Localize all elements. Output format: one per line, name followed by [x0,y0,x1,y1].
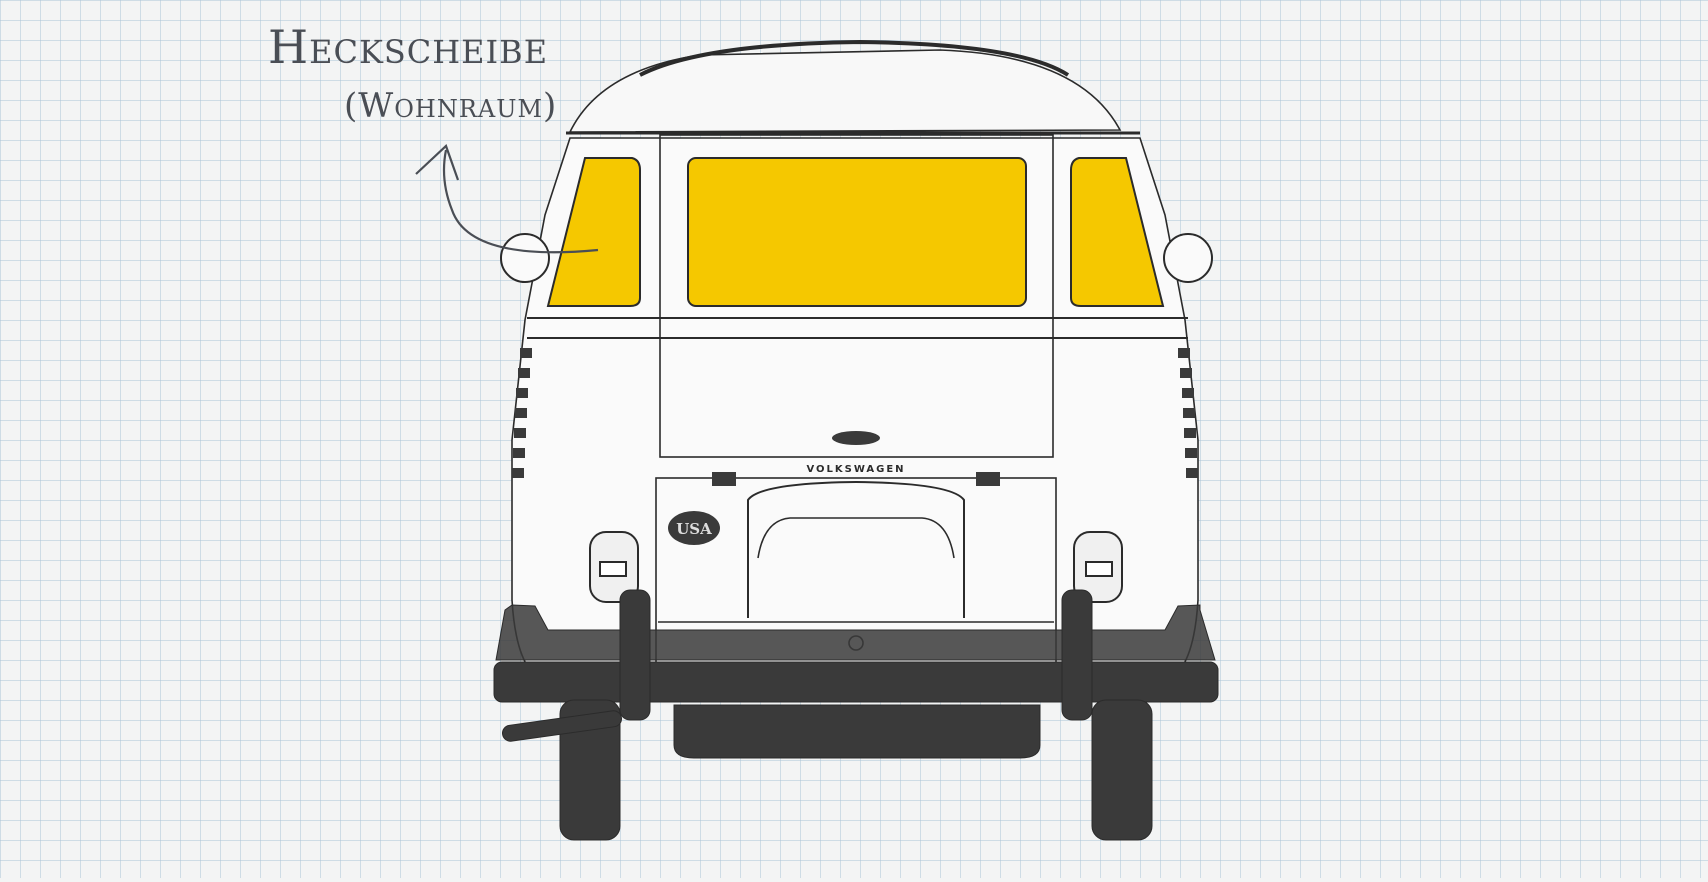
rear-window-center [687,157,1027,307]
vent-left-3 [516,388,528,398]
bumper-assembly [493,589,1219,841]
bumper-main [493,661,1219,703]
tail-lens-left [599,561,627,577]
air-vents [512,348,1198,478]
bumper-bar [495,604,1216,661]
arrow-head-icon [415,144,460,181]
usa-badge-text: USA [676,520,712,538]
vent-left-2 [518,368,530,378]
wheel-right [1091,699,1153,841]
vent-left-5 [514,428,526,438]
annotation-title: Heckscheibe [268,20,549,74]
engine-tray [673,704,1041,759]
vent-left-6 [513,448,525,458]
vent-left-1 [520,348,532,358]
vent-right-7 [1186,468,1198,478]
wheel-left [559,699,621,841]
exhaust-pipe [502,710,622,742]
rear-hatch [659,134,1054,458]
roof-rack [639,39,1070,77]
vent-right-3 [1182,388,1194,398]
vent-right-6 [1185,448,1197,458]
tail-lights [589,531,1123,603]
vent-right-1 [1178,348,1190,358]
tail-lens-right [1085,561,1113,577]
vent-right-2 [1180,368,1192,378]
vent-left-4 [515,408,527,418]
usa-oval-badge [668,511,720,545]
lid-hinge-right [976,472,1000,486]
vent-right-5 [1184,428,1196,438]
bumper-guard-left [619,589,651,721]
vent-left-7 [512,468,524,478]
engine-lid-inner [757,517,955,559]
hatch-handle [832,431,880,445]
rear-window-left [546,157,641,307]
rear-windows [546,157,1165,307]
van-roof [568,49,1122,133]
bumper-guard-right [1061,589,1093,721]
rear-window-right [1070,157,1165,307]
lid-hinge-left [712,472,736,486]
engine-lid-outer [747,480,965,618]
annotation-subtitle: (Wohnraum) [344,86,558,126]
right-mirror [1163,233,1213,283]
vw-badge: VOLKSWAGEN [806,464,905,475]
curved-arrow-icon [442,149,599,254]
left-mirror [500,233,550,283]
vent-right-4 [1183,408,1195,418]
